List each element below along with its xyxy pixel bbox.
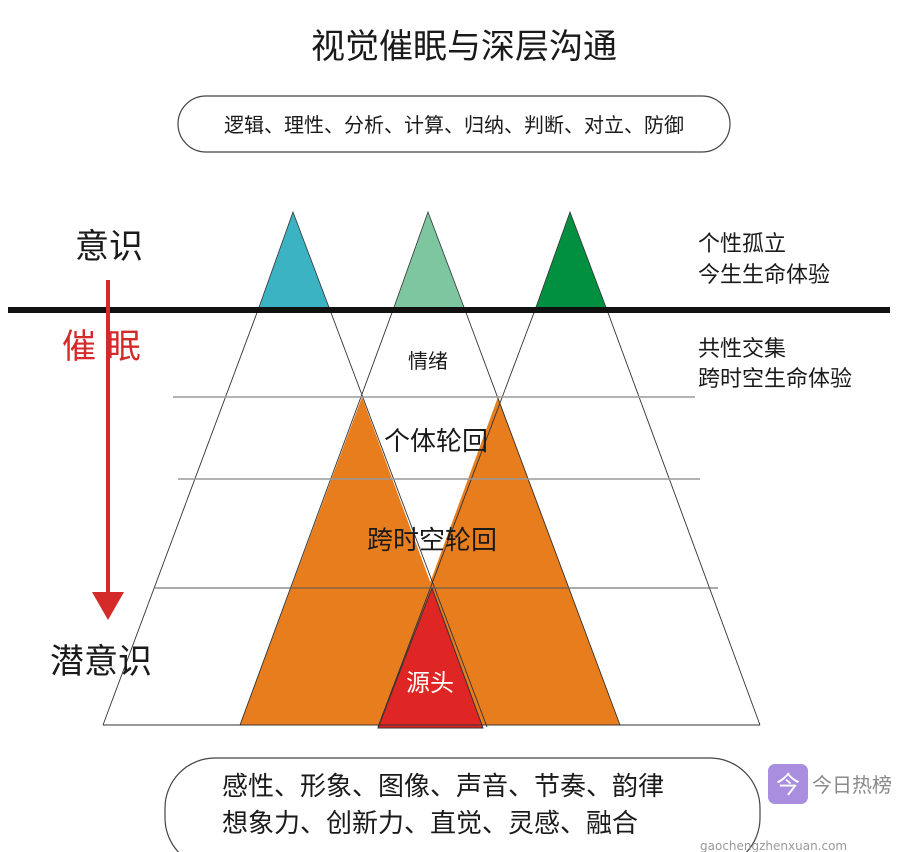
watermark-logo-icon [768, 764, 808, 804]
bottom-traits-line-2: 想象力、创新力、直觉、灵感、融合 [222, 809, 638, 839]
bottom-traits-pill [164, 757, 761, 852]
bottom-traits-line-1: 感性、形象、图像、声音、节奏、韵律 [222, 772, 664, 802]
watermark-url: gaochengzhenxuan.com [700, 839, 847, 852]
watermark-logo-glyph: 今 [776, 771, 800, 799]
top-traits-text: 逻辑、理性、分析、计算、归纳、判断、对立、防御 [224, 113, 684, 137]
green-triangle [534, 210, 608, 311]
source-label: 源头 [406, 669, 454, 697]
watermark: 今 今日热榜 gaochengzhenxuan.com [700, 764, 892, 852]
diagram-title: 视觉催眠与深层沟通 [311, 27, 617, 67]
watermark-name: 今日热榜 [812, 773, 892, 797]
cross-time-cycle-label: 跨时空轮回 [367, 526, 497, 556]
conscious-label: 意识 [75, 227, 143, 267]
mint-triangle [392, 210, 466, 311]
subconscious-label: 潜意识 [50, 642, 152, 682]
blue-triangle [257, 210, 331, 311]
individual-cycle-label: 个体轮回 [384, 427, 488, 457]
pyramid-lines [102, 309, 761, 728]
hypnosis-arrow-head [92, 592, 124, 620]
shared-label-1: 共性交集 [698, 337, 786, 362]
shared-label-2: 跨时空生命体验 [698, 367, 852, 392]
layer-dividers [155, 396, 718, 589]
top-traits-pill [177, 95, 731, 153]
source-triangle [377, 586, 484, 729]
individual-label-2: 今生生命体验 [698, 263, 830, 288]
emotion-label: 情绪 [408, 349, 448, 373]
hypnosis-label: 催 眠 [62, 327, 141, 367]
individual-label-1: 个性孤立 [698, 232, 786, 257]
